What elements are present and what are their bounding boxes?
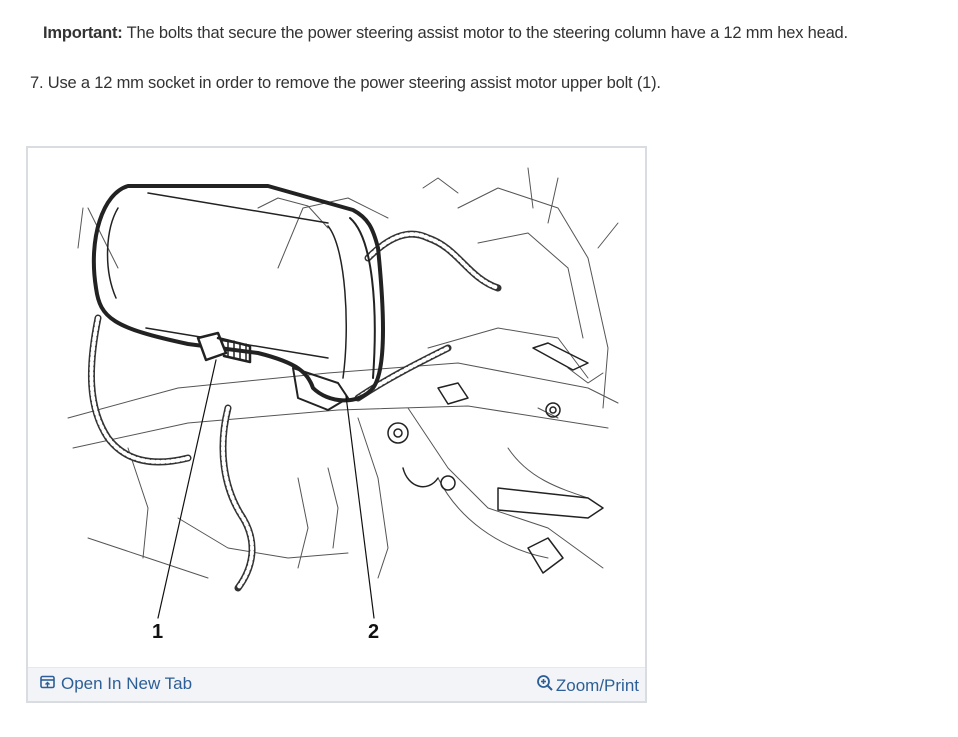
open-in-new-tab-label: Open In New Tab bbox=[61, 674, 193, 693]
zoom-in-icon bbox=[536, 674, 554, 697]
zoom-print-link[interactable]: Zoom/Print bbox=[536, 674, 639, 697]
important-label: Important: bbox=[43, 24, 123, 42]
important-note: Important: The bolts that secure the pow… bbox=[43, 24, 848, 43]
important-text: The bolts that secure the power steering… bbox=[122, 24, 848, 42]
open-in-new-tab-link[interactable]: Open In New Tab bbox=[40, 674, 192, 694]
zoom-print-label: Zoom/Print bbox=[555, 675, 639, 695]
step-instruction: 7. Use a 12 mm socket in order to remove… bbox=[30, 74, 661, 92]
callout-1: 1 bbox=[152, 621, 164, 643]
figure-footer: Open In New Tab Zoom/Print bbox=[28, 667, 645, 701]
steering-motor-illustration[interactable] bbox=[28, 148, 645, 668]
open-tab-icon bbox=[40, 674, 55, 694]
callout-2: 2 bbox=[368, 621, 380, 643]
figure-container: 1 2 Open In New Tab Zoom/Print bbox=[26, 146, 647, 703]
